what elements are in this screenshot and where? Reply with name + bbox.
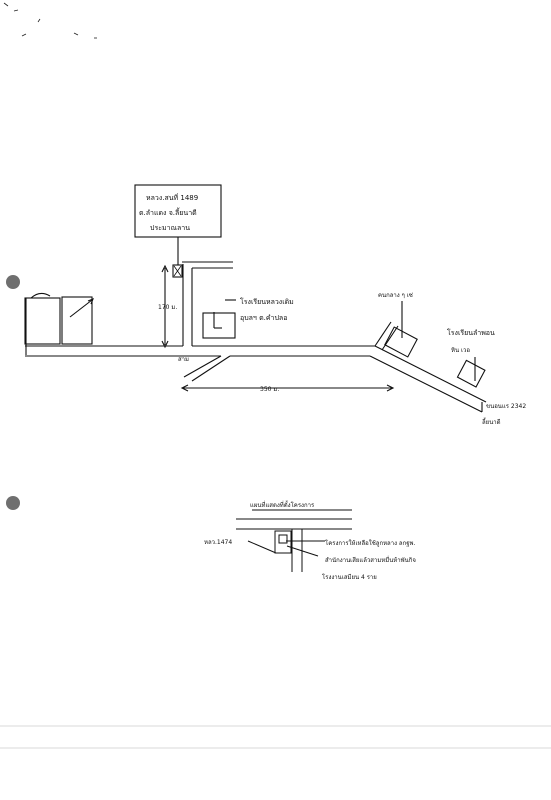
sign-label: คนกลาง ๆ เซ่ <box>378 292 413 299</box>
corner-label-line-2: ลี้ยนาดี <box>482 416 501 426</box>
map-top <box>24 184 487 413</box>
bottom-note-line-1: โครงการให้เหลือใช้ลูกหลาง ลกฐพ. <box>325 539 416 547</box>
diagonal-road-bottom <box>369 355 483 413</box>
scan-edge-lines <box>0 725 551 749</box>
building-diagonal-2 <box>456 359 486 388</box>
right-label-line-1: โรงเรียนลำพอน <box>447 328 495 337</box>
corner-label-line-1: ขนอนแร 2342 <box>486 403 526 410</box>
title-line-2: ต.ลำแดง จ.ลี้ยนาดี <box>139 206 197 217</box>
diagonal-road-top <box>374 345 487 403</box>
building-diagonal-1 <box>384 326 418 358</box>
site-plot-outer <box>274 530 292 554</box>
title-line-1: หลวง.สนที่ 1489 <box>146 193 198 202</box>
map-bottom-labels: แผนที่แสดงที่ตั้งโครงการ หลว.1474 โครงกา… <box>204 499 416 581</box>
bottom-left-label: หลว.1474 <box>204 539 232 546</box>
distance-horizontal: 350 ม. <box>260 386 279 393</box>
bottom-map-title: แผนที่แสดงที่ตั้งโครงการ <box>250 499 315 509</box>
title-line-3: ประมาณลาน <box>150 224 190 232</box>
school-building <box>202 312 236 339</box>
distance-vertical: 170 ม. <box>158 304 177 311</box>
punch-hole-top <box>6 275 20 289</box>
building-left-2 <box>61 296 93 345</box>
right-label-line-2: หิน เวอ <box>451 347 470 354</box>
school-label-line-2: อุบลฯ ต.คำปลอ <box>240 314 287 322</box>
junction-label: สาม <box>178 356 189 363</box>
map-bottom <box>236 509 352 572</box>
school-label-line-1: โรงเรียนหลวงเดิม <box>240 297 294 306</box>
bottom-note-line-2: สำนักงานเสียแล้วสามหมื่นห้าพันกิจ <box>325 556 416 564</box>
building-left-1 <box>24 297 61 345</box>
map-top-labels: หลวง.สนที่ 1489 ต.ลำแดง จ.ลี้ยนาดี ประมา… <box>139 193 526 426</box>
scan-noise <box>3 2 97 39</box>
site-plot-inner <box>278 534 288 544</box>
bottom-note-line-3: โรงงานเสมียน 4 ราย <box>322 573 377 581</box>
punch-hole-bottom <box>6 496 20 510</box>
site-marker <box>172 264 183 278</box>
